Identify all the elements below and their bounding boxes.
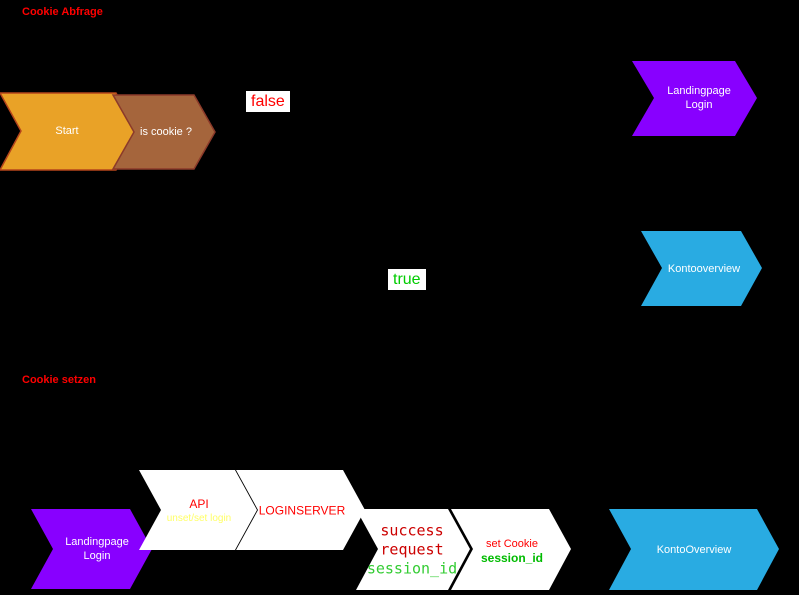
- landingpage-login-bottom-node-shape: [31, 509, 152, 589]
- section-title-cookie-set: Cookie setzen: [22, 374, 96, 386]
- start-node-shape: [0, 92, 138, 171]
- success-request-node-shape: [356, 509, 470, 590]
- api-node-shape: [139, 470, 257, 550]
- loginserver-node-shape: [236, 470, 365, 550]
- section-title-cookie-query: Cookie Abfrage: [22, 6, 103, 18]
- branch-label-false: false: [246, 91, 290, 112]
- set-cookie-node-shape: [451, 509, 571, 590]
- landingpage-login-top-node-shape: [632, 61, 757, 136]
- is-cookie-node-shape: [111, 94, 216, 170]
- kontooverview-top-node-shape: [641, 231, 762, 306]
- kontooverview-bottom-node-shape: [609, 509, 779, 590]
- branch-label-true: true: [388, 269, 426, 290]
